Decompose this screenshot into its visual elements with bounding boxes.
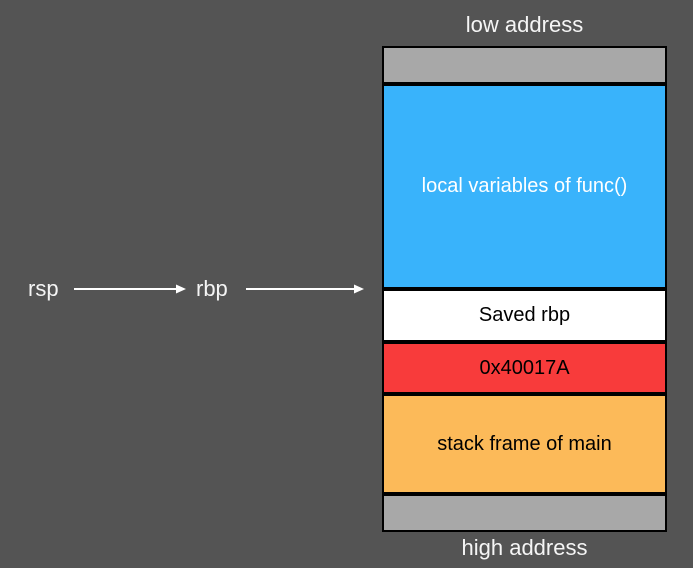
low-address-label: low address xyxy=(465,12,584,37)
rbp-pointer-label: rbp xyxy=(196,276,228,301)
stack-segment-label: local variables of func() xyxy=(421,175,628,197)
stack-diagram: local variables of func() Saved rbp 0x4001… xyxy=(382,46,667,532)
stack-segment-label: Saved rbp xyxy=(478,304,571,326)
rbp-to-stack-arrow xyxy=(246,284,364,294)
rsp-pointer-label: rsp xyxy=(28,276,59,301)
stack-segment-local-vars: local variables of func() xyxy=(382,84,667,289)
stack-segment-padding-bottom xyxy=(382,494,667,532)
stack-segment-saved-rbp: Saved rbp xyxy=(382,289,667,342)
stack-segment-label: stack frame of main xyxy=(437,432,612,455)
stack-segment-main-frame: stack frame of main xyxy=(382,394,667,494)
stack-segment-padding-top xyxy=(382,46,667,84)
rsp-to-rbp-arrow xyxy=(74,284,186,294)
stack-segment-return-address: 0x40017A xyxy=(382,342,667,394)
high-address-label: high address xyxy=(461,535,588,560)
stack-segment-label: 0x40017A xyxy=(479,356,570,379)
